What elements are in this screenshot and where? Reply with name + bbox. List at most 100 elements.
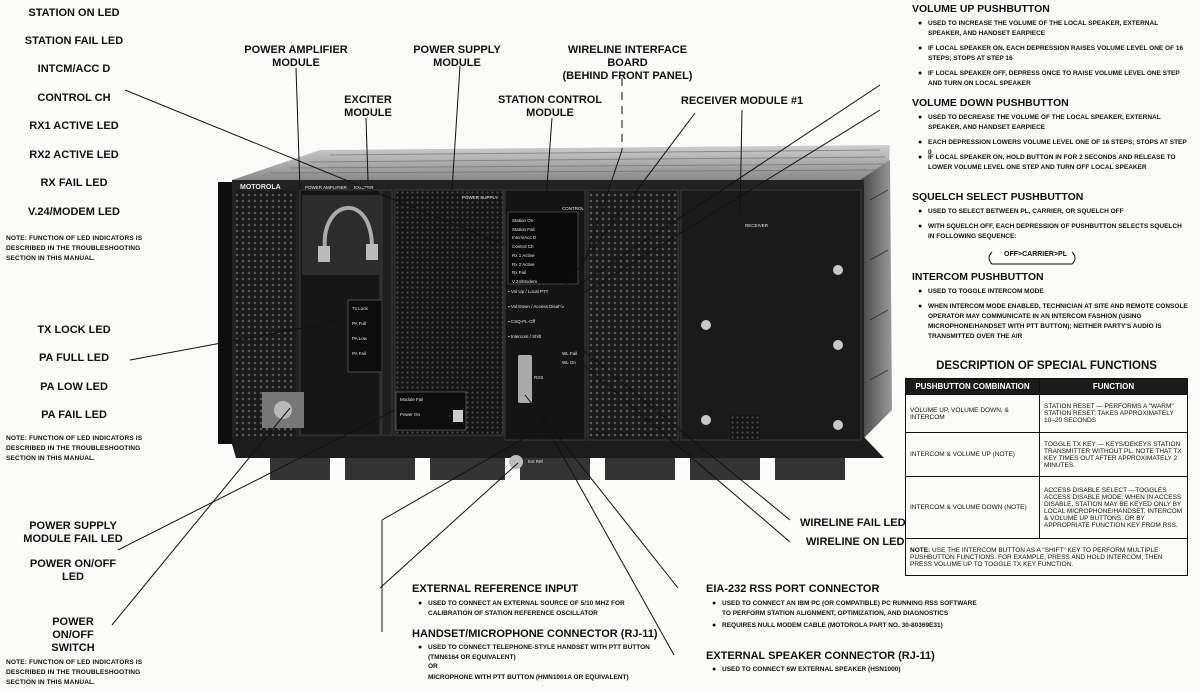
control-led-4: Rx 1 Active xyxy=(512,252,535,258)
control-led-7: V.24/Modem xyxy=(512,278,538,284)
receiver-tag: RECEIVER xyxy=(745,223,769,228)
ps-led-0: Module Fail xyxy=(400,397,424,402)
combo-cell: VOLUME UP, VOLUME DOWN, & INTERCOM xyxy=(905,394,1040,433)
col-function: FUNCTION xyxy=(1039,378,1188,395)
special-functions-table: PUSHBUTTON COMBINATION FUNCTION VOLUME U… xyxy=(905,378,1188,576)
special-functions-title: DESCRIPTION OF SPECIAL FUNCTIONS xyxy=(936,360,1157,372)
volume-down-item-0: ●USED TO DECREASE THE VOLUME OF THE LOCA… xyxy=(918,114,1161,131)
label-eia232: EIA-232 RSS PORT CONNECTOR xyxy=(706,583,880,595)
rss-tag: RSS xyxy=(534,375,544,380)
function-cell: ACCESS DISABLE SELECT —TOGGLES ACCESS DI… xyxy=(1039,476,1188,539)
control-button-0: ▪ Vol Up / Local PTT xyxy=(508,289,549,294)
label-station-on-led: STATION ON LED xyxy=(28,7,120,19)
volume-up-item-2: ●IF LOCAL SPEAKER OFF, DEPRESS ONCE TO R… xyxy=(918,70,1180,87)
combo-cell: INTERCOM & VOLUME DOWN (NOTE) xyxy=(905,476,1040,539)
note-led-3: NOTE: FUNCTION OF LED INDICATORS IS DESC… xyxy=(6,659,143,686)
squelch-sequence-arrow xyxy=(988,251,1076,265)
handset-bullet-2: MICROPHONE WITH PTT BUTTON (HMN1001A OR … xyxy=(428,674,629,681)
wl-led-1: WL On xyxy=(562,360,576,365)
heading-squelch: SQUELCH SELECT PUSHBUTTON xyxy=(912,191,1084,203)
label-wireline-on: WIRELINE ON LED xyxy=(806,536,905,548)
label-pa-full: PA FULL LED xyxy=(38,352,110,364)
coax-cable xyxy=(322,205,374,251)
heading-volume-up: VOLUME UP PUSHBUTTON xyxy=(912,3,1050,15)
label-pa-low: PA LOW LED xyxy=(40,381,108,393)
label-control-ch: CONTROL CH xyxy=(37,92,111,104)
squelch-item-0: ●USED TO SELECT BETWEEN PL, CARRIER, OR … xyxy=(918,208,1124,215)
rss-connector xyxy=(518,355,532,403)
label-rx1-active: RX1 ACTIVE LED xyxy=(29,120,119,132)
eia-bullet-2: ●REQUIRES NULL MODEM CABLE (MOTOROLA PAR… xyxy=(712,622,943,629)
squelch-item-1: ●WITH SQUELCH OFF, EACH DEPRESSION OF PU… xyxy=(918,223,1182,240)
label-rx-fail: RX FAIL LED xyxy=(40,177,108,189)
label-ext-speaker: EXTERNAL SPEAKER CONNECTOR (RJ-11) xyxy=(706,650,935,662)
pa-led-1: PA Full xyxy=(352,321,366,326)
col-combination: PUSHBUTTON COMBINATION xyxy=(905,378,1040,395)
note-led-1: NOTE: FUNCTION OF LED INDICATORS IS DESC… xyxy=(6,235,143,262)
control-led-5: Rx 2 Active xyxy=(512,261,535,267)
intercom-item-1: ●WHEN INTERCOM MODE ENABLED, TECHNICIAN … xyxy=(918,303,1188,340)
volume-up-item-1: ●IF LOCAL SPEAKER ON, EACH DEPRESSION RA… xyxy=(918,45,1184,62)
label-power-led: POWER ON/OFF LED xyxy=(29,558,117,583)
ext-spk-bullet: ●USED TO CONNECT 6W EXTERNAL SPEAKER (HS… xyxy=(712,666,901,673)
ext-ref-tag: Ext Ref xyxy=(528,459,543,464)
combo-cell: INTERCOM & VOLUME UP (NOTE) xyxy=(905,432,1040,477)
table-note: NOTE: USE THE INTERCOM BUTTON AS A "SHIF… xyxy=(905,538,1188,576)
ext-ref-bnc xyxy=(509,455,523,469)
pa-led-2: PA Low xyxy=(352,336,367,341)
label-pa-module: POWER AMPLIFIER MODULE xyxy=(244,44,348,69)
label-tx-lock: TX LOCK LED xyxy=(37,324,111,336)
label-ps-module: POWER SUPPLY MODULE xyxy=(413,44,501,69)
intercom-item-0: ●USED TO TOGGLE INTERCOM MODE xyxy=(918,288,1044,295)
pa-tag: POWER AMPLIFIER xyxy=(305,185,347,190)
label-station-fail-led: STATION FAIL LED xyxy=(24,35,124,47)
squelch-sequence: OFF>CARRIER>PL xyxy=(1004,251,1068,258)
label-handset-connector: HANDSET/MICROPHONE CONNECTOR (RJ-11) xyxy=(412,628,658,640)
label-rx2-active: RX2 ACTIVE LED xyxy=(29,149,119,161)
volume-down-item-2: ●IF LOCAL SPEAKER ON, HOLD BUTTON IN FOR… xyxy=(918,154,1176,171)
label-v24-modem: V.24/MODEM LED xyxy=(28,206,120,218)
pa-led-0: Tx Lock xyxy=(352,306,368,311)
wl-led-0: WL Fail xyxy=(562,351,578,356)
volume-up-item-0: ●USED TO INCREASE THE VOLUME OF THE LOCA… xyxy=(918,20,1159,37)
function-cell: TOGGLE TX KEY — KEYS/DEKEYS STATION TRAN… xyxy=(1039,432,1188,477)
label-ps-fail: POWER SUPPLY MODULE FAIL LED xyxy=(23,520,123,545)
heading-volume-down: VOLUME DOWN PUSHBUTTON xyxy=(912,97,1069,109)
table-row: INTERCOM & VOLUME UP (NOTE)TOGGLE TX KEY… xyxy=(905,432,1188,477)
label-wireline-board: WIRELINE INTERFACE BOARD (BEHIND FRONT P… xyxy=(562,44,693,82)
volume-down-item-1: ●EACH DEPRESSION LOWERS VOLUME LEVEL ONE… xyxy=(918,139,1187,156)
pa-led-3: PA Fail xyxy=(352,351,366,356)
heading-intercom: INTERCOM PUSHBUTTON xyxy=(912,271,1044,283)
label-power-switch: POWER ON/OFF SWITCH xyxy=(51,616,95,654)
label-exciter-module: EXCITER MODULE xyxy=(344,94,392,119)
control-led-2: Intcm/Acc D xyxy=(512,235,537,241)
control-led-6: Rx Fail xyxy=(512,270,527,276)
label-pa-fail: PA FAIL LED xyxy=(41,409,107,421)
label-receiver-module: RECEIVER MODULE #1 xyxy=(680,95,804,107)
control-led-3: Control Ch xyxy=(512,244,534,250)
brand-logo: MOTOROLA xyxy=(240,184,281,191)
chassis-side xyxy=(860,160,892,440)
wireline-grill xyxy=(587,189,679,441)
eia-bullet-1: ●USED TO CONNECT AN IBM PC (OR COMPATIBL… xyxy=(712,600,977,617)
label-intcm: INTCM/ACC D xyxy=(37,63,111,75)
control-button-3: ▪ Intercom / Shift xyxy=(508,334,542,339)
ext-ref-bullet: ●USED TO CONNECT AN EXTERNAL SOURCE OF 5… xyxy=(418,600,625,617)
ps-tag: POWER SUPPLY xyxy=(462,195,498,200)
control-led-1: Station Fail xyxy=(512,226,535,232)
handset-bullet-1: ●USED TO CONNECT TELEPHONE-STYLE HANDSET… xyxy=(418,644,650,661)
label-wireline-fail: WIRELINE FAIL LED xyxy=(800,517,906,529)
table-row: INTERCOM & VOLUME DOWN (NOTE)ACCESS DISA… xyxy=(905,476,1188,539)
label-station-control: STATION CONTROL MODULE xyxy=(497,94,603,119)
control-led-0: Station On xyxy=(512,218,534,223)
handset-or: OR xyxy=(428,663,438,670)
ps-led-1: Power On xyxy=(400,412,421,417)
control-tag: CONTROL xyxy=(562,206,585,211)
control-button-1: ▪ Vol Down / Access Disable xyxy=(508,304,565,309)
receiver-module xyxy=(680,189,862,441)
function-cell: STATION RESET — PERFORMS A "WARM" STATIO… xyxy=(1039,394,1188,433)
note-led-2: NOTE: FUNCTION OF LED INDICATORS IS DESC… xyxy=(6,435,143,462)
